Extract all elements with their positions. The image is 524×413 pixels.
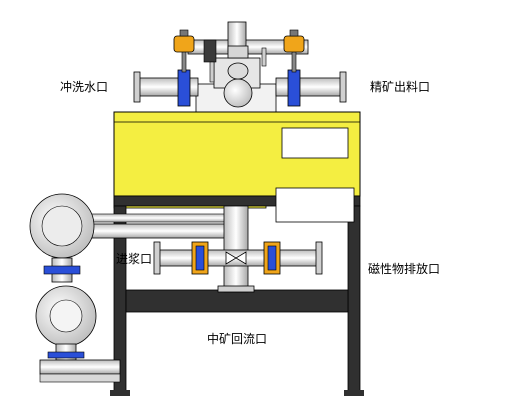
left-actuator xyxy=(173,35,195,53)
magnetic-discharge-port-label: 磁性物排放口 xyxy=(368,262,441,276)
right-top-valve xyxy=(287,69,301,107)
body-window xyxy=(281,127,349,159)
side-panel xyxy=(275,187,355,223)
flush-water-port-label: 冲洗水口 xyxy=(60,80,109,94)
inlet-piping xyxy=(59,205,323,293)
slurry-inlet-label: 进浆口 xyxy=(116,252,153,266)
left-top-valve xyxy=(177,69,191,107)
right-actuator xyxy=(283,35,305,53)
pump-assembly xyxy=(29,193,121,383)
support-frame xyxy=(110,187,364,396)
middlings-return-port-label: 中矿回流口 xyxy=(207,332,268,346)
concentrate-outlet-label: 精矿出料口 xyxy=(370,80,431,94)
top-valve-assembly xyxy=(133,21,347,115)
